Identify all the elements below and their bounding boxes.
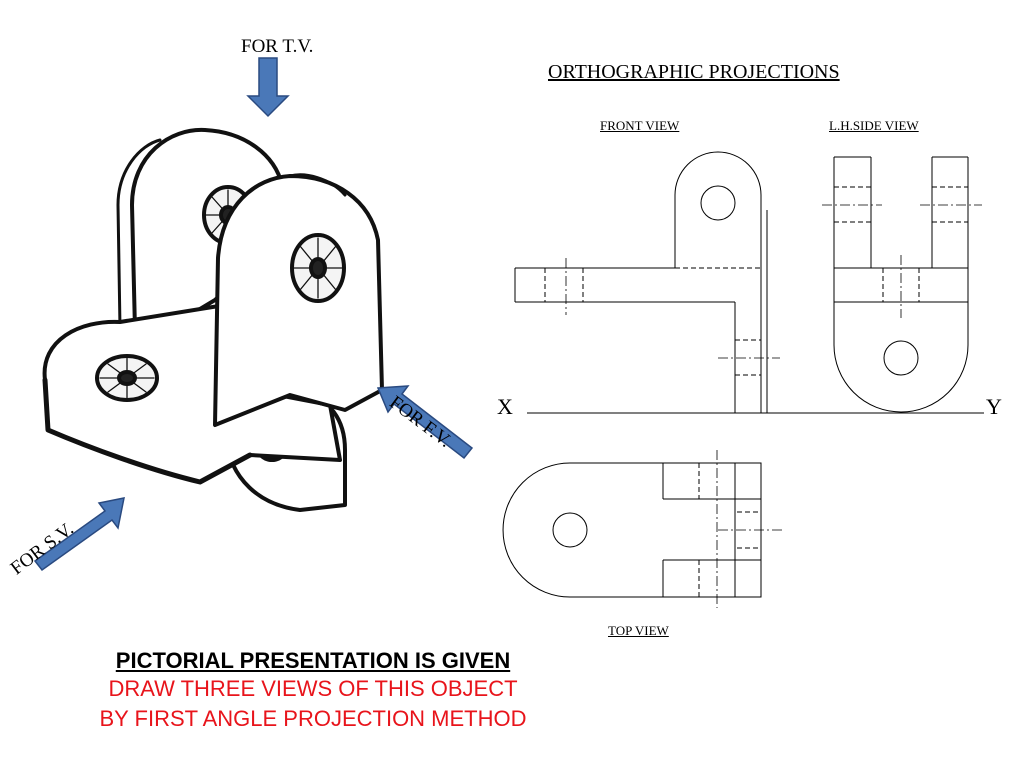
y-label: Y bbox=[986, 394, 1002, 419]
side-view-drawing bbox=[822, 156, 982, 413]
projections-title: ORTHOGRAPHIC PROJECTIONS bbox=[548, 61, 840, 83]
instructions-line-1: DRAW THREE VIEWS OF THIS OBJECT bbox=[108, 676, 518, 701]
top-view-title: TOP VIEW bbox=[608, 623, 669, 638]
instructions-line-2: BY FIRST ANGLE PROJECTION METHOD bbox=[99, 706, 527, 731]
fv-arrow bbox=[376, 385, 474, 460]
side-view-title: L.H.SIDE VIEW bbox=[829, 118, 919, 133]
front-view-title: FRONT VIEW bbox=[600, 118, 680, 133]
tv-arrow-label: FOR T.V. bbox=[241, 36, 314, 57]
front-view-drawing bbox=[514, 151, 780, 413]
instructions-heading: PICTORIAL PRESENTATION IS GIVEN bbox=[115, 648, 511, 673]
top-view-drawing bbox=[502, 450, 782, 608]
instructions-block: PICTORIAL PRESENTATION IS GIVEN DRAW THR… bbox=[0, 648, 626, 734]
x-label: X bbox=[497, 394, 513, 419]
isometric-object bbox=[42, 127, 384, 512]
tv-arrow bbox=[246, 57, 290, 118]
sv-arrow bbox=[33, 497, 125, 572]
